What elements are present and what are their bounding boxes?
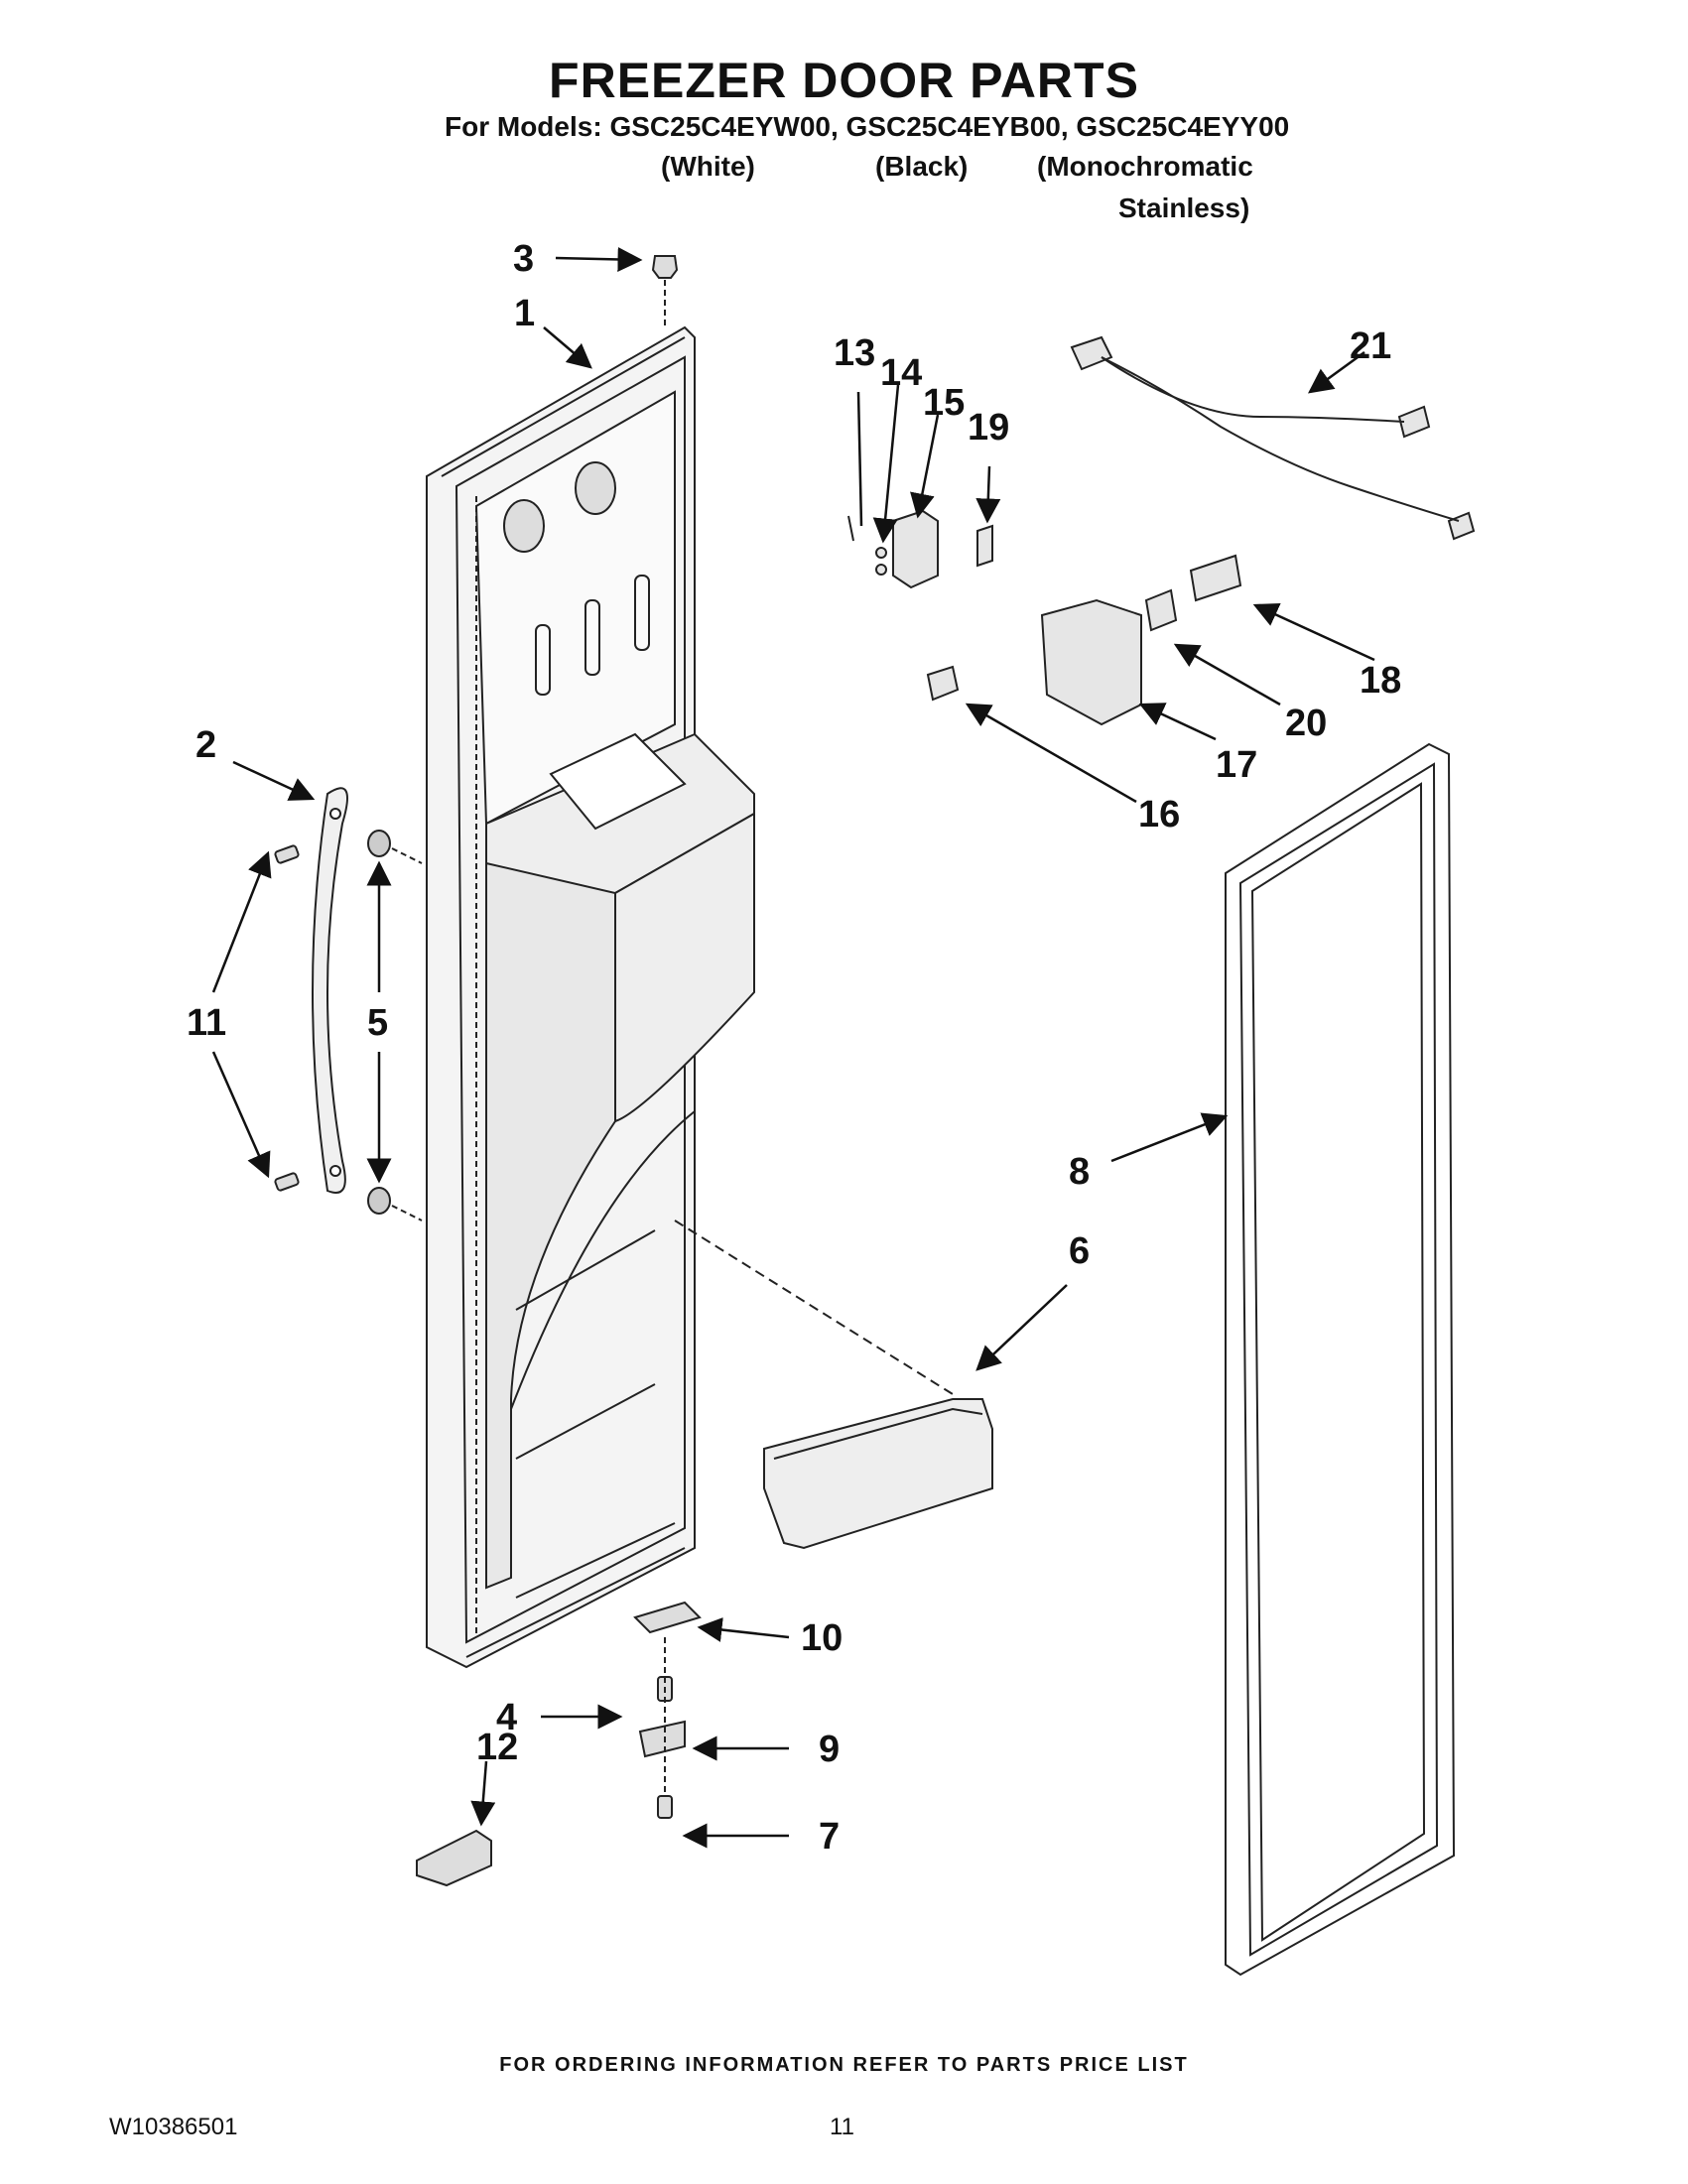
callout-15: 15 xyxy=(923,382,966,424)
callout-5: 5 xyxy=(367,1002,389,1044)
gasket-part-8 xyxy=(1225,742,1456,1977)
callout-2: 2 xyxy=(195,724,217,766)
callout-20: 20 xyxy=(1285,703,1328,744)
variant-white: (White) xyxy=(661,151,755,182)
ordering-note: FOR ORDERING INFORMATION REFER TO PARTS … xyxy=(499,2054,1189,2076)
callout-18: 18 xyxy=(1360,660,1402,702)
callout-4: 4 xyxy=(496,1697,518,1738)
callout-7: 7 xyxy=(819,1816,841,1858)
callout-12: 12 xyxy=(476,1727,519,1768)
hinge-parts xyxy=(416,1601,702,1887)
callout-13: 13 xyxy=(834,332,876,374)
callout-19: 19 xyxy=(968,407,1010,449)
callout-3: 3 xyxy=(513,238,535,280)
electrical-parts xyxy=(847,335,1476,726)
callout-10: 10 xyxy=(801,1617,844,1659)
screws-part-11 xyxy=(274,844,300,1192)
callout-8: 8 xyxy=(1069,1151,1091,1193)
callout-11: 11 xyxy=(187,1002,227,1044)
models-line: For Models: GSC25C4EYW00, GSC25C4EYB00, … xyxy=(445,111,1290,142)
callout-16: 16 xyxy=(1138,794,1181,835)
spacers-part-5 xyxy=(367,830,423,1221)
callout-9: 9 xyxy=(819,1729,841,1770)
page-number: 11 xyxy=(830,2114,854,2140)
freezer-door xyxy=(426,325,755,1669)
bin-part-6 xyxy=(674,1220,993,1550)
plug-part-3 xyxy=(651,255,679,327)
variant-mono-2: Stainless) xyxy=(1118,193,1250,223)
leader-arrows xyxy=(211,246,1375,1849)
callout-21: 21 xyxy=(1350,325,1392,367)
document-number: W10386501 xyxy=(109,2114,238,2140)
page-title: FREEZER DOOR PARTS xyxy=(549,53,1139,108)
callout-14: 14 xyxy=(880,352,923,394)
handle-part-2 xyxy=(312,787,348,1194)
callout-1: 1 xyxy=(514,293,536,334)
variant-mono: (Monochromatic xyxy=(1037,151,1253,182)
callout-17: 17 xyxy=(1216,744,1258,786)
variant-black: (Black) xyxy=(875,151,969,182)
callout-6: 6 xyxy=(1069,1230,1091,1272)
